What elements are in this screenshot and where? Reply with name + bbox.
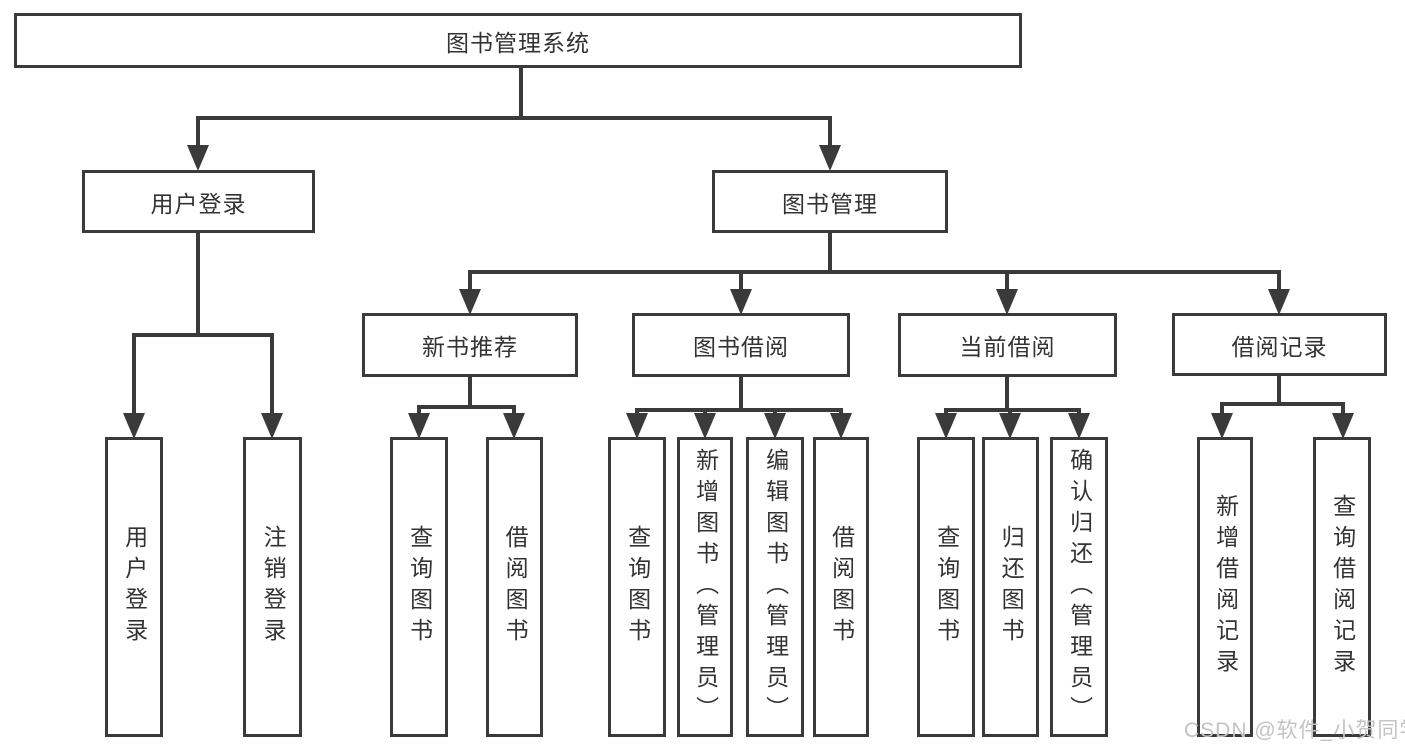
node-leaf-borrow-edit-books-admin: 编辑图书（管理员） bbox=[746, 437, 804, 737]
newbookrec-to-leaves-drop-1-arrowhead-icon bbox=[503, 413, 525, 439]
userlogin-to-leaves-drop-1 bbox=[270, 335, 274, 421]
node-leaf-user-login: 用户登录 bbox=[105, 437, 163, 737]
node-leaf-current-query-books: 查询图书 bbox=[917, 437, 975, 737]
root-to-level2-bar bbox=[196, 116, 832, 120]
bookborrow-to-leaves-drop-1-arrowhead-icon bbox=[694, 413, 716, 439]
newbookrec-to-leaves-bar bbox=[417, 405, 516, 409]
node-leaf-current-return-books: 归还图书 bbox=[982, 437, 1039, 737]
userlogin-to-leaves-stem bbox=[196, 233, 200, 335]
bookmgmt-to-level3-drop-2-arrowhead-icon bbox=[996, 289, 1018, 315]
bookmgmt-to-level3-drop-0-arrowhead-icon bbox=[459, 289, 481, 315]
currentborrow-to-leaves-drop-1-arrowhead-icon bbox=[999, 413, 1021, 439]
bookmgmt-to-level3-drop-0 bbox=[468, 272, 472, 297]
bookmgmt-to-level3-drop-2 bbox=[1005, 272, 1009, 297]
bookborrow-to-leaves-bar bbox=[635, 408, 843, 412]
node-leaf-current-confirm-return-admin: 确认归还（管理员） bbox=[1050, 437, 1108, 737]
bookborrow-to-leaves-stem bbox=[739, 377, 743, 410]
node-leaf-borrow-add-books-admin: 新增图书（管理员） bbox=[677, 437, 733, 737]
node-book-management: 图书管理 bbox=[712, 170, 948, 233]
bookmgmt-to-level3-bar bbox=[468, 270, 1281, 274]
node-current-borrow: 当前借阅 bbox=[898, 313, 1117, 377]
currentborrow-to-leaves-drop-0-arrowhead-icon bbox=[935, 413, 957, 439]
root-to-level2-drop-1-arrowhead-icon bbox=[819, 145, 841, 171]
bookborrow-to-leaves-drop-3-arrowhead-icon bbox=[830, 413, 852, 439]
node-leaf-records-add-record: 新增借阅记录 bbox=[1197, 437, 1253, 737]
node-leaf-newbook-query-books: 查询图书 bbox=[390, 437, 448, 737]
node-leaf-borrow-borrow-books: 借阅图书 bbox=[813, 437, 869, 737]
node-root: 图书管理系统 bbox=[14, 13, 1022, 68]
node-leaf-borrow-query-books: 查询图书 bbox=[608, 437, 666, 737]
currentborrow-to-leaves-stem bbox=[1005, 377, 1009, 410]
node-borrow-records: 借阅记录 bbox=[1172, 313, 1387, 376]
bookmgmt-to-level3-drop-3 bbox=[1277, 272, 1281, 297]
userlogin-to-leaves-drop-1-arrowhead-icon bbox=[261, 413, 283, 439]
node-user-login: 用户登录 bbox=[82, 170, 315, 233]
newbookrec-to-leaves-drop-0-arrowhead-icon bbox=[408, 413, 430, 439]
bookmgmt-to-level3-drop-1-arrowhead-icon bbox=[730, 289, 752, 315]
userlogin-to-leaves-drop-0 bbox=[132, 335, 136, 421]
node-leaf-logout: 注销登录 bbox=[243, 437, 302, 737]
bookmgmt-to-level3-stem bbox=[828, 233, 832, 272]
node-leaf-records-query-record: 查询借阅记录 bbox=[1313, 437, 1371, 737]
userlogin-to-leaves-bar bbox=[132, 333, 274, 337]
root-to-level2-stem bbox=[519, 68, 523, 118]
csdn-watermark: CSDN @软件_小贺同学 bbox=[1184, 719, 1405, 742]
records-to-leaves-drop-0-arrowhead-icon bbox=[1211, 413, 1233, 439]
bookborrow-to-leaves-drop-0-arrowhead-icon bbox=[626, 413, 648, 439]
userlogin-to-leaves-drop-0-arrowhead-icon bbox=[123, 413, 145, 439]
node-leaf-newbook-borrow-books: 借阅图书 bbox=[486, 437, 543, 737]
node-book-borrow: 图书借阅 bbox=[632, 313, 850, 377]
currentborrow-to-leaves-bar bbox=[944, 408, 1081, 412]
bookmgmt-to-level3-drop-1 bbox=[739, 272, 743, 297]
root-to-level2-drop-0 bbox=[196, 118, 200, 153]
records-to-leaves-drop-1 bbox=[1341, 404, 1345, 421]
records-to-leaves-drop-0 bbox=[1220, 404, 1224, 421]
bookborrow-to-leaves-drop-2-arrowhead-icon bbox=[764, 413, 786, 439]
currentborrow-to-leaves-drop-2-arrowhead-icon bbox=[1068, 413, 1090, 439]
records-to-leaves-stem bbox=[1277, 375, 1281, 404]
node-new-book-recommend: 新书推荐 bbox=[362, 313, 578, 377]
root-to-level2-drop-1 bbox=[828, 118, 832, 153]
newbookrec-to-leaves-stem bbox=[468, 377, 472, 407]
bookmgmt-to-level3-drop-3-arrowhead-icon bbox=[1268, 289, 1290, 315]
records-to-leaves-bar bbox=[1220, 402, 1345, 406]
root-to-level2-drop-0-arrowhead-icon bbox=[187, 145, 209, 171]
records-to-leaves-drop-1-arrowhead-icon bbox=[1332, 413, 1354, 439]
